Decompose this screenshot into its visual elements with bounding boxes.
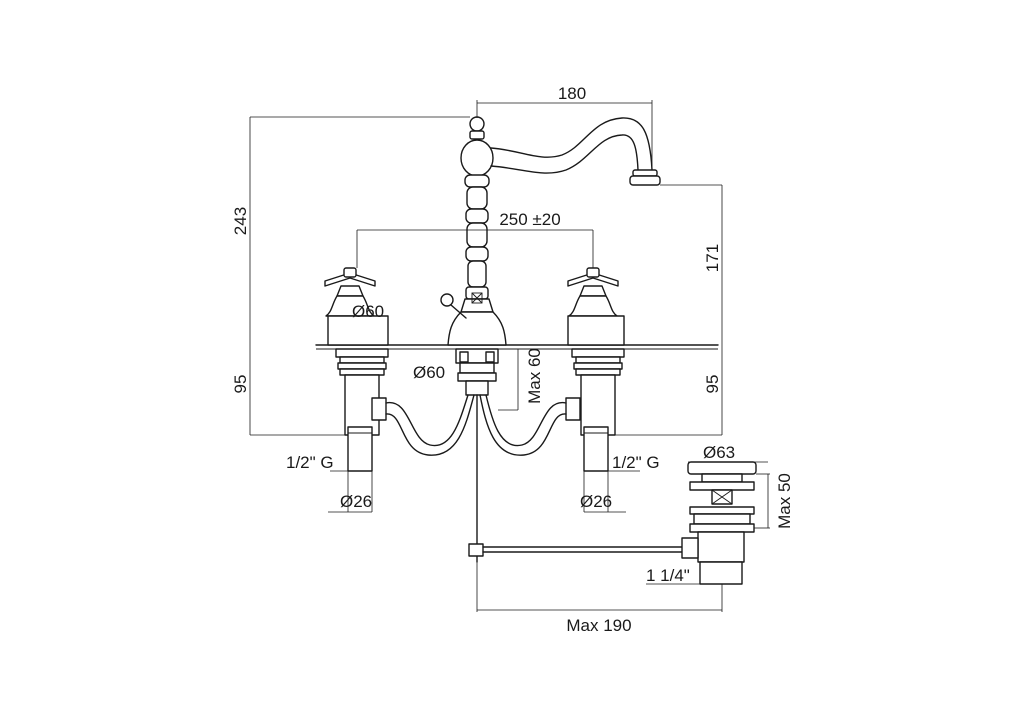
dim-below-deck-right: 95	[703, 375, 722, 394]
waste-assembly	[681, 461, 757, 585]
spout-arm	[490, 117, 661, 186]
dim-spout-reach: 180	[558, 84, 586, 103]
dim-pipe-right: Ø26	[580, 492, 612, 511]
flex-hoses	[385, 394, 567, 456]
dim-waste-cap: Ø63	[703, 443, 735, 462]
right-valve-body	[565, 348, 625, 472]
center-shank	[455, 348, 499, 396]
dim-thread-left: 1/2" G	[286, 453, 334, 472]
popup-rod	[468, 394, 683, 563]
dim-handle-spacing: 250 ±20	[499, 210, 560, 229]
dim-waste-max: Max 50	[775, 473, 794, 529]
dim-spout-height: 171	[703, 244, 722, 272]
left-handle	[324, 267, 389, 346]
dim-rod-max: Max 190	[566, 616, 631, 635]
dim-below-deck-left: 95	[231, 375, 250, 394]
popup-lever	[440, 293, 467, 319]
dim-max-deck-thickness: Max 60	[525, 348, 544, 404]
spout-column	[447, 116, 507, 346]
left-valve-body	[335, 348, 389, 472]
dim-total-height: 243	[231, 207, 250, 235]
dim-pipe-left: Ø26	[340, 492, 372, 511]
dim-thread-right: 1/2" G	[612, 453, 660, 472]
dim-flange-center: Ø60	[413, 363, 445, 382]
dim-waste-thread: 1 1/4"	[646, 566, 690, 585]
right-handle	[567, 267, 625, 346]
dim-flange-left: Ø60	[352, 302, 384, 321]
